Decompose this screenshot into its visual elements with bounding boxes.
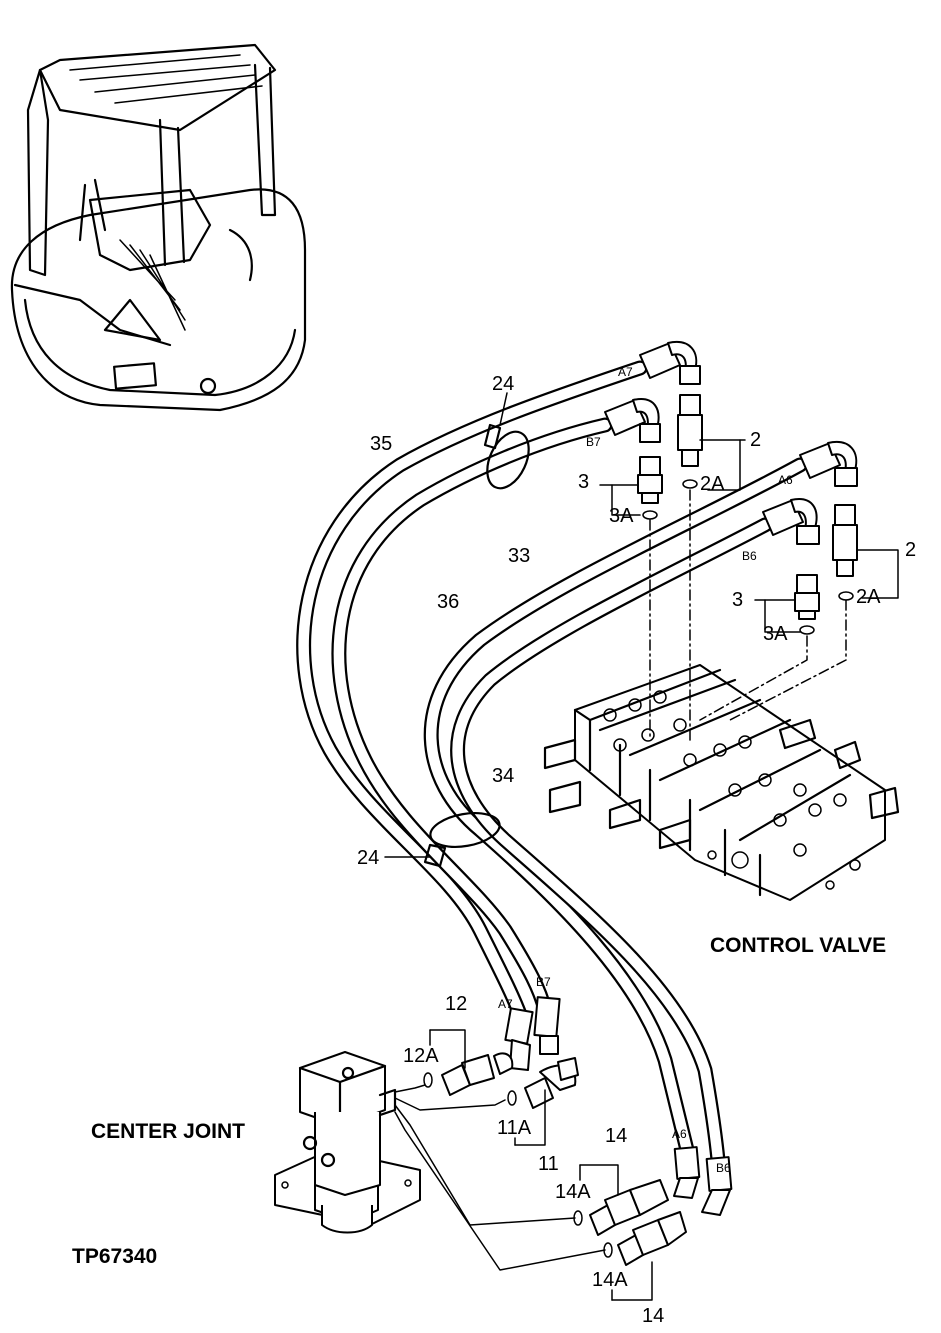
callout-labels: 24 35 36 33 34 24 2 2A 3 3A 2 2A 3 3A 12…: [357, 373, 916, 1327]
callout-14a-lower: 14A: [592, 1269, 628, 1291]
adapter-3-lower: [794, 574, 820, 620]
callout-2a-lower: 2A: [856, 586, 881, 608]
callout-14-lower: 14: [642, 1305, 664, 1327]
connection-lines-center-joint: [394, 1084, 606, 1271]
callout-34: 34: [492, 765, 514, 787]
callout-3-upper: 3: [578, 471, 589, 493]
adapter-2-lower: [832, 504, 858, 577]
port-b6-top: B6: [742, 549, 757, 563]
leader-lines: [384, 392, 899, 1301]
o-ring-11a: [507, 1090, 517, 1106]
callout-2-lower: 2: [905, 539, 916, 561]
connection-lines-control-valve: [649, 489, 847, 741]
callout-33: 33: [508, 545, 530, 567]
port-a7-top: A7: [618, 365, 633, 379]
o-ring-2a-lower: [838, 591, 854, 601]
callout-24-middle: 24: [357, 847, 379, 869]
fitting-a6-bottom: [673, 1146, 701, 1199]
excavator-cab-illustration: [10, 43, 307, 412]
hose-35: [296, 360, 648, 1028]
fitting-a6-top: [799, 440, 858, 487]
fitting-b7-top: [604, 398, 661, 443]
hose-36: [331, 417, 613, 1018]
port-b6-bottom: B6: [716, 1161, 731, 1175]
callout-24-top: 24: [492, 373, 514, 395]
callout-36: 36: [437, 591, 459, 613]
center-joint-label: CENTER JOINT: [91, 1120, 245, 1143]
o-ring-3a-upper: [642, 510, 658, 520]
callout-11a: 11A: [497, 1117, 532, 1139]
hose-34: [450, 517, 773, 1168]
adapter-11: [524, 1057, 579, 1109]
adapter-14-lower: [617, 1211, 687, 1266]
callout-14-upper: 14: [605, 1125, 627, 1147]
adapter-12: [441, 1052, 514, 1096]
hose-clamp-top: [483, 423, 530, 490]
callout-12a: 12A: [403, 1045, 439, 1067]
adapter-14-upper: [589, 1179, 669, 1236]
callout-3a-upper: 3A: [609, 505, 634, 527]
port-a6-bottom: A6: [672, 1127, 687, 1141]
o-ring-2a-upper: [682, 479, 698, 489]
callout-14a-upper: 14A: [555, 1181, 591, 1203]
fitting-b6-top: [762, 498, 820, 545]
hose-33: [423, 457, 808, 1158]
fitting-b7-bottom: [533, 996, 561, 1055]
port-a7-bottom: A7: [498, 997, 513, 1011]
callout-35: 35: [370, 433, 392, 455]
o-ring-3a-lower: [799, 625, 815, 635]
control-valve-label: CONTROL VALVE: [710, 934, 886, 957]
port-a6-top: A6: [778, 473, 793, 487]
port-labels: A7 B7 A6 B6 A7 B7 A6 B6: [498, 365, 793, 1175]
callout-12: 12: [445, 993, 467, 1015]
center-joint: [274, 1051, 421, 1234]
o-ring-12a: [423, 1072, 433, 1088]
fitting-a7-bottom: [504, 1007, 534, 1071]
adapter-2-upper: [677, 394, 703, 467]
callout-2-upper: 2: [750, 429, 761, 451]
fitting-a7-top: [639, 340, 701, 385]
callout-2a-upper: 2A: [700, 473, 725, 495]
figure-id: TP67340: [72, 1245, 157, 1268]
adapter-3-upper: [637, 456, 663, 504]
fitting-b6-bottom: [701, 1156, 733, 1216]
control-valve: [543, 664, 900, 901]
callout-11: 11: [538, 1153, 559, 1175]
callout-3a-lower: 3A: [763, 623, 788, 645]
port-b7-top: B7: [586, 435, 601, 449]
callout-3-lower: 3: [732, 589, 743, 611]
port-b7-bottom: B7: [536, 975, 551, 989]
